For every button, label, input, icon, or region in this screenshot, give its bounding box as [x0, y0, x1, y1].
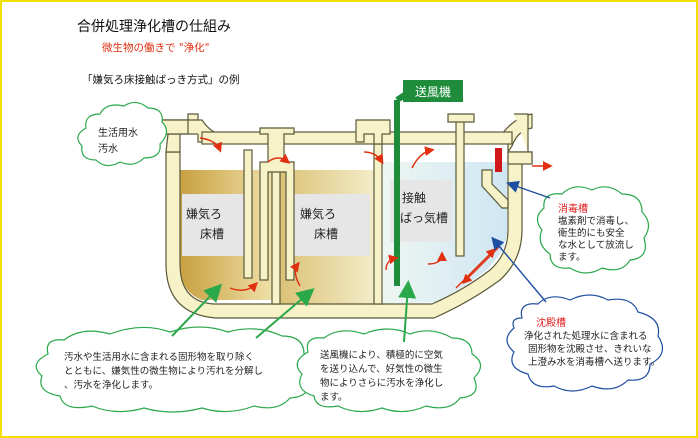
aeration-note-line2: を送り込んで、好気性の微生 [320, 363, 443, 375]
aeration-note-line1: 送風機により、積極的に空気 [320, 349, 443, 361]
flow-arrow [427, 251, 447, 265]
settling-cloud [506, 294, 664, 392]
settling-baffle [455, 115, 465, 257]
disinfection-cloud [536, 186, 650, 274]
anaerobic-note-line2: とともに、嫌気性の微生物により汚れを分解し [64, 365, 263, 377]
filter-media-1 [182, 194, 244, 256]
disinfection-line1: 塩素剤で消毒し、 [558, 215, 634, 227]
flow-arrow [385, 254, 399, 271]
flow-arrow [199, 137, 222, 153]
inflow-label-line1: 生活用水 [98, 126, 138, 139]
flow-arrow [289, 261, 301, 287]
aeration-note-line3: 物によりさらに汚水を浄化し [320, 377, 443, 389]
anaerobic-leader-2 [255, 288, 315, 339]
anaerobic-note-line1: 汚水や生活用水に含まれる固形物を取り除く [64, 351, 254, 363]
disinfection-line4: ます。 [558, 252, 586, 263]
transfer-pipe-2 [355, 119, 391, 145]
settling-leader [491, 236, 547, 303]
baffle-1 [243, 149, 253, 279]
blower-label: 送風機 [415, 84, 451, 99]
chamber1-label-line2: 床槽 [200, 227, 224, 241]
settling-cap [447, 113, 475, 123]
disinfection-title: 消毒槽 [558, 202, 588, 215]
blower-box [403, 80, 463, 102]
anaerobic-note-line3: 、汚水を浄化します。 [64, 379, 158, 391]
chamber1-label-line1: 嫌気ろ [186, 206, 222, 221]
diagram-title: 合併処理浄化槽の仕組み [77, 19, 231, 35]
method-label: 「嫌気ろ床接触ばっき方式」の例 [82, 74, 240, 86]
chamber2-label-line1: 嫌気ろ [300, 206, 336, 221]
disinfectant-tablet-icon [495, 148, 502, 172]
anaerobic-leader-1 [171, 283, 223, 337]
settling-line1: 浄化された処理水に含まれる [524, 330, 648, 342]
aeration-leader [398, 280, 417, 343]
inflow-cloud [77, 101, 168, 167]
disinfection-line3: な水として放流し [558, 239, 634, 251]
flow-arrows [199, 137, 553, 293]
flow-arrow [462, 245, 501, 284]
aeration-note-line4: ます。 [320, 392, 348, 403]
disinfection-chamber [481, 169, 509, 209]
aeration-note-cloud [296, 328, 482, 413]
flow-arrow [411, 146, 435, 169]
disinfection-line2: 衛生的にも安全 [558, 227, 625, 239]
aeration-label-line1: 接触 [402, 190, 426, 205]
aeration-label-line2: ばっ気槽 [400, 210, 448, 225]
settling-title: 沈殿槽 [536, 316, 566, 329]
outlet-nozzle [507, 151, 533, 165]
chamber2-label-line2: 床槽 [314, 227, 338, 241]
flow-arrow [229, 282, 258, 293]
disinfection-leader [506, 180, 551, 199]
transfer-pipe [259, 127, 295, 281]
flow-arrow [267, 153, 291, 164]
flow-arrow [363, 151, 384, 165]
aeration-media [390, 180, 452, 242]
settling-line2: 固形物を沈殿させ、きれいな [528, 343, 652, 355]
inflow-label-line2: 汚水 [98, 142, 118, 155]
settling-line3: 上澄み水を消毒槽へ送ります。 [528, 356, 660, 368]
diagram-subtitle: 微生物の働きで "浄化" [102, 42, 210, 54]
filter-media-2 [286, 194, 370, 256]
partition-2 [373, 143, 383, 305]
